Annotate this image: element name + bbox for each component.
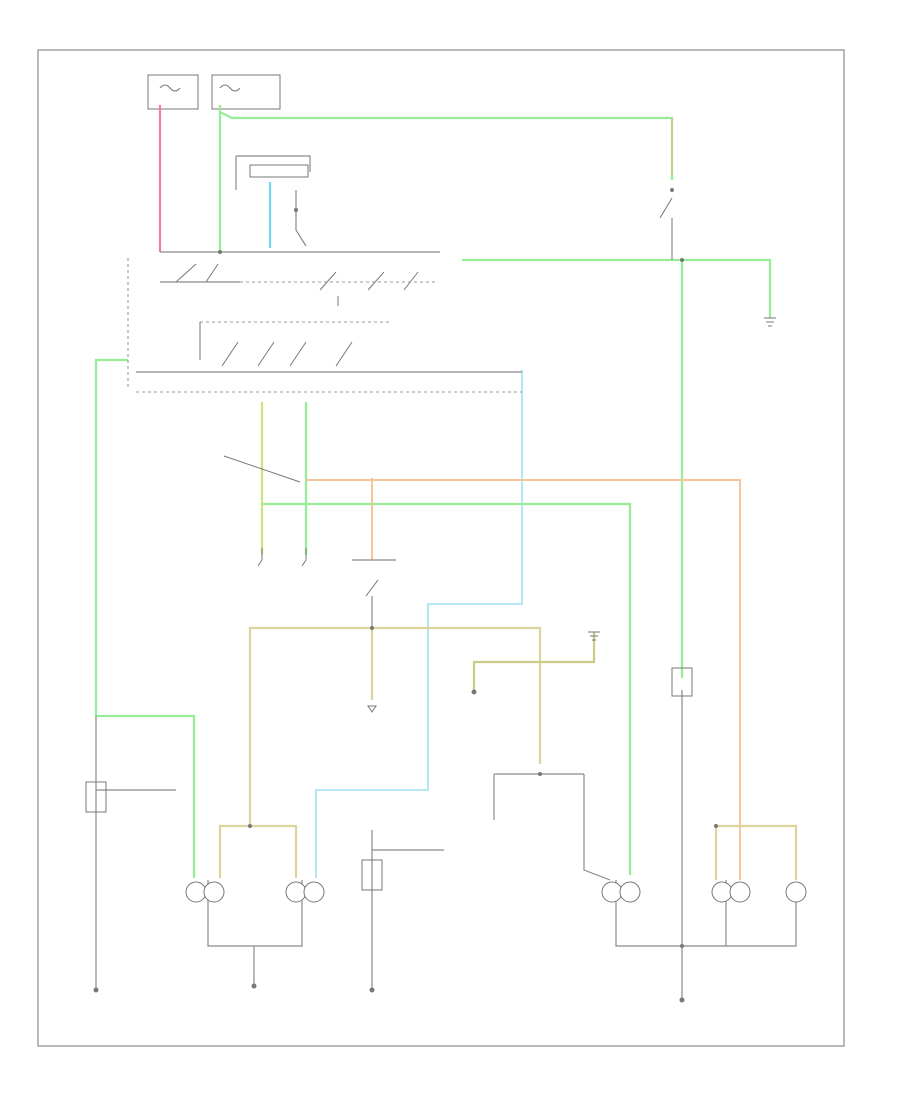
bulb-icon — [285, 881, 307, 903]
switch-cluster-top — [235, 155, 311, 247]
wire-gray-rear-right — [583, 774, 611, 881]
bulb-icon — [729, 881, 751, 903]
lamp-wiring — [85, 667, 797, 1000]
wire-gray-top-bracket — [236, 155, 311, 172]
connector-icon — [257, 548, 263, 567]
brake-switch — [659, 188, 674, 260]
diag-link — [223, 455, 301, 483]
headlamp-switch — [160, 251, 440, 306]
ground-icon — [93, 987, 99, 993]
wire-blue-long — [315, 370, 523, 878]
bulbs — [185, 881, 807, 903]
ground-icon — [471, 689, 477, 695]
switch-icon — [659, 197, 673, 219]
wire-tan-split — [250, 824, 298, 878]
switch-icon — [205, 263, 219, 283]
fuse-right-icon — [219, 84, 241, 92]
bulb-icon — [303, 881, 325, 903]
junction-dot — [680, 944, 684, 948]
wire-green-mid-run — [262, 502, 632, 875]
wire-orange-long — [306, 479, 741, 880]
ground-icon — [588, 631, 600, 641]
switch-contact-icon — [294, 208, 298, 212]
wire-green-right-run — [462, 258, 772, 318]
wire-gray-front-loop — [207, 880, 303, 947]
wire-gray-dimmer — [295, 190, 307, 247]
switch-icon — [175, 263, 197, 283]
wire-tan-rear-right — [716, 824, 798, 880]
multifunction-switch — [127, 258, 522, 393]
switch-icon — [319, 271, 337, 291]
junction-dot — [680, 258, 684, 262]
junction-dot — [248, 824, 252, 828]
bulb-icon — [185, 881, 207, 903]
junction-dot — [370, 626, 374, 630]
ground-icon — [369, 987, 375, 993]
ground-icon — [764, 317, 776, 327]
junction-dot — [538, 772, 542, 776]
switch-icon — [403, 271, 419, 291]
switch-icon — [367, 271, 385, 291]
bulb-icon — [601, 881, 623, 903]
junction-dot — [714, 824, 718, 828]
rear-lamp-upper — [671, 667, 693, 697]
fuse-box-left — [147, 74, 199, 110]
wire-tan-right — [372, 626, 542, 764]
dimmer-box — [249, 164, 309, 178]
ground-icon — [367, 705, 377, 713]
bulb-icon — [711, 881, 733, 903]
mid-switches — [223, 455, 396, 628]
fuse-left-icon — [159, 84, 181, 92]
switch-icon — [221, 341, 239, 367]
ground-icon — [251, 983, 257, 989]
wire-green-top-run — [219, 111, 674, 180]
bottom-grounds — [93, 689, 685, 1003]
bulb-icon — [203, 881, 225, 903]
switch-icon — [335, 341, 353, 367]
switch-contact-icon — [670, 188, 674, 192]
switch-icon — [257, 341, 275, 367]
diagram-frame — [37, 49, 845, 1047]
grounds — [367, 317, 776, 713]
fuse-box-right — [211, 74, 281, 110]
marker-lamp-left — [85, 781, 107, 813]
switch-icon — [289, 341, 307, 367]
wire-gray-rear-loop — [615, 880, 727, 947]
fuse-boxes — [147, 74, 281, 110]
ground-icon — [679, 997, 685, 1003]
bulb-icon — [619, 881, 641, 903]
switch-icon — [365, 579, 379, 597]
junction-dot — [218, 250, 222, 254]
marker-lamp-center — [361, 859, 383, 891]
wire-green-left-loop — [94, 358, 196, 878]
wire-gray-license — [726, 896, 797, 947]
bulb-icon — [785, 881, 807, 903]
junction-dots — [218, 250, 718, 948]
wire-olive-trailer — [472, 632, 596, 690]
connector-icon — [301, 548, 307, 567]
